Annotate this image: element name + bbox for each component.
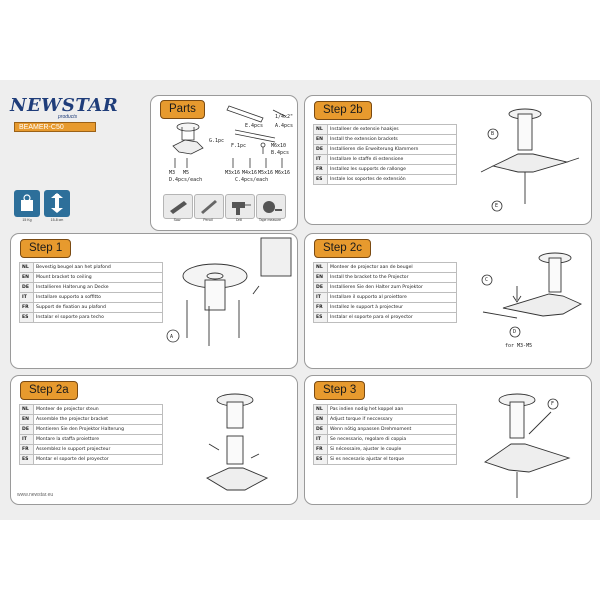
part-a-size: 1/4x2" [275, 114, 294, 120]
part-b-size: M6x10 [271, 143, 287, 149]
callout-e: E [495, 203, 499, 209]
step-2a-title: Step 2a [20, 381, 78, 400]
part-d-label: D.4pcs/each [169, 177, 203, 183]
tool-drill-caption: Drill [235, 218, 243, 222]
tool-saw-caption: Saw [173, 218, 181, 222]
part-m4x16-label: M4x16 [242, 170, 258, 176]
model-name: BEAMER-C50 [14, 122, 96, 132]
pencil-icon [194, 194, 224, 219]
weight-caption: 15 Kg [22, 218, 32, 222]
part-e-label: E.4pcs [245, 123, 264, 129]
saw-icon [163, 194, 193, 219]
part-m5x16-label: M5x16 [258, 170, 274, 176]
part-m3-label: M3 [169, 170, 176, 176]
website-url: www.newstar.eu [17, 492, 54, 498]
step-2c-title: Step 2c [314, 239, 371, 258]
parts-drawing [172, 105, 286, 168]
step-3-drawing [484, 393, 571, 498]
part-g-label: G.1pc [209, 138, 225, 144]
callout-d: D [513, 329, 517, 335]
drill-icon [225, 194, 255, 219]
callout-a: A [170, 334, 174, 340]
logo-subtitle: products [58, 114, 78, 120]
newstar-logo: NEWSTAR [10, 95, 119, 116]
extension-caption: 15-8 cm [50, 218, 64, 222]
part-c-label: C.4pcs/each [235, 177, 269, 183]
tool-pencil-caption: Pencil [203, 218, 213, 222]
step-2b-drawing [480, 108, 580, 212]
part-f-label: F.1pc [231, 143, 247, 149]
step-2a-drawing [206, 393, 269, 491]
tape-measure-icon [256, 194, 286, 219]
extension-icon [44, 190, 70, 217]
weight-icon [14, 190, 40, 217]
callout-f: F [551, 401, 555, 407]
step-1-drawing [166, 237, 292, 346]
part-m6x16-label: M6x16 [275, 170, 291, 176]
part-m5-label: M5 [183, 170, 190, 176]
step-2b-title: Step 2b [314, 101, 372, 120]
callout-b: B [491, 131, 495, 137]
screw-size-note: for M3-M5 [505, 343, 533, 349]
part-a-label: A.4pcs [275, 123, 294, 129]
step-3-title: Step 3 [314, 381, 366, 400]
callout-c: C [485, 277, 489, 283]
tool-tape-caption: Tape measure [258, 218, 282, 222]
step-2c-drawing [481, 252, 583, 338]
part-b-label: B.4pcs [271, 150, 290, 156]
part-m3x16-label: M3x16 [225, 170, 241, 176]
parts-title: Parts [160, 100, 205, 119]
step-1-title: Step 1 [20, 239, 72, 258]
